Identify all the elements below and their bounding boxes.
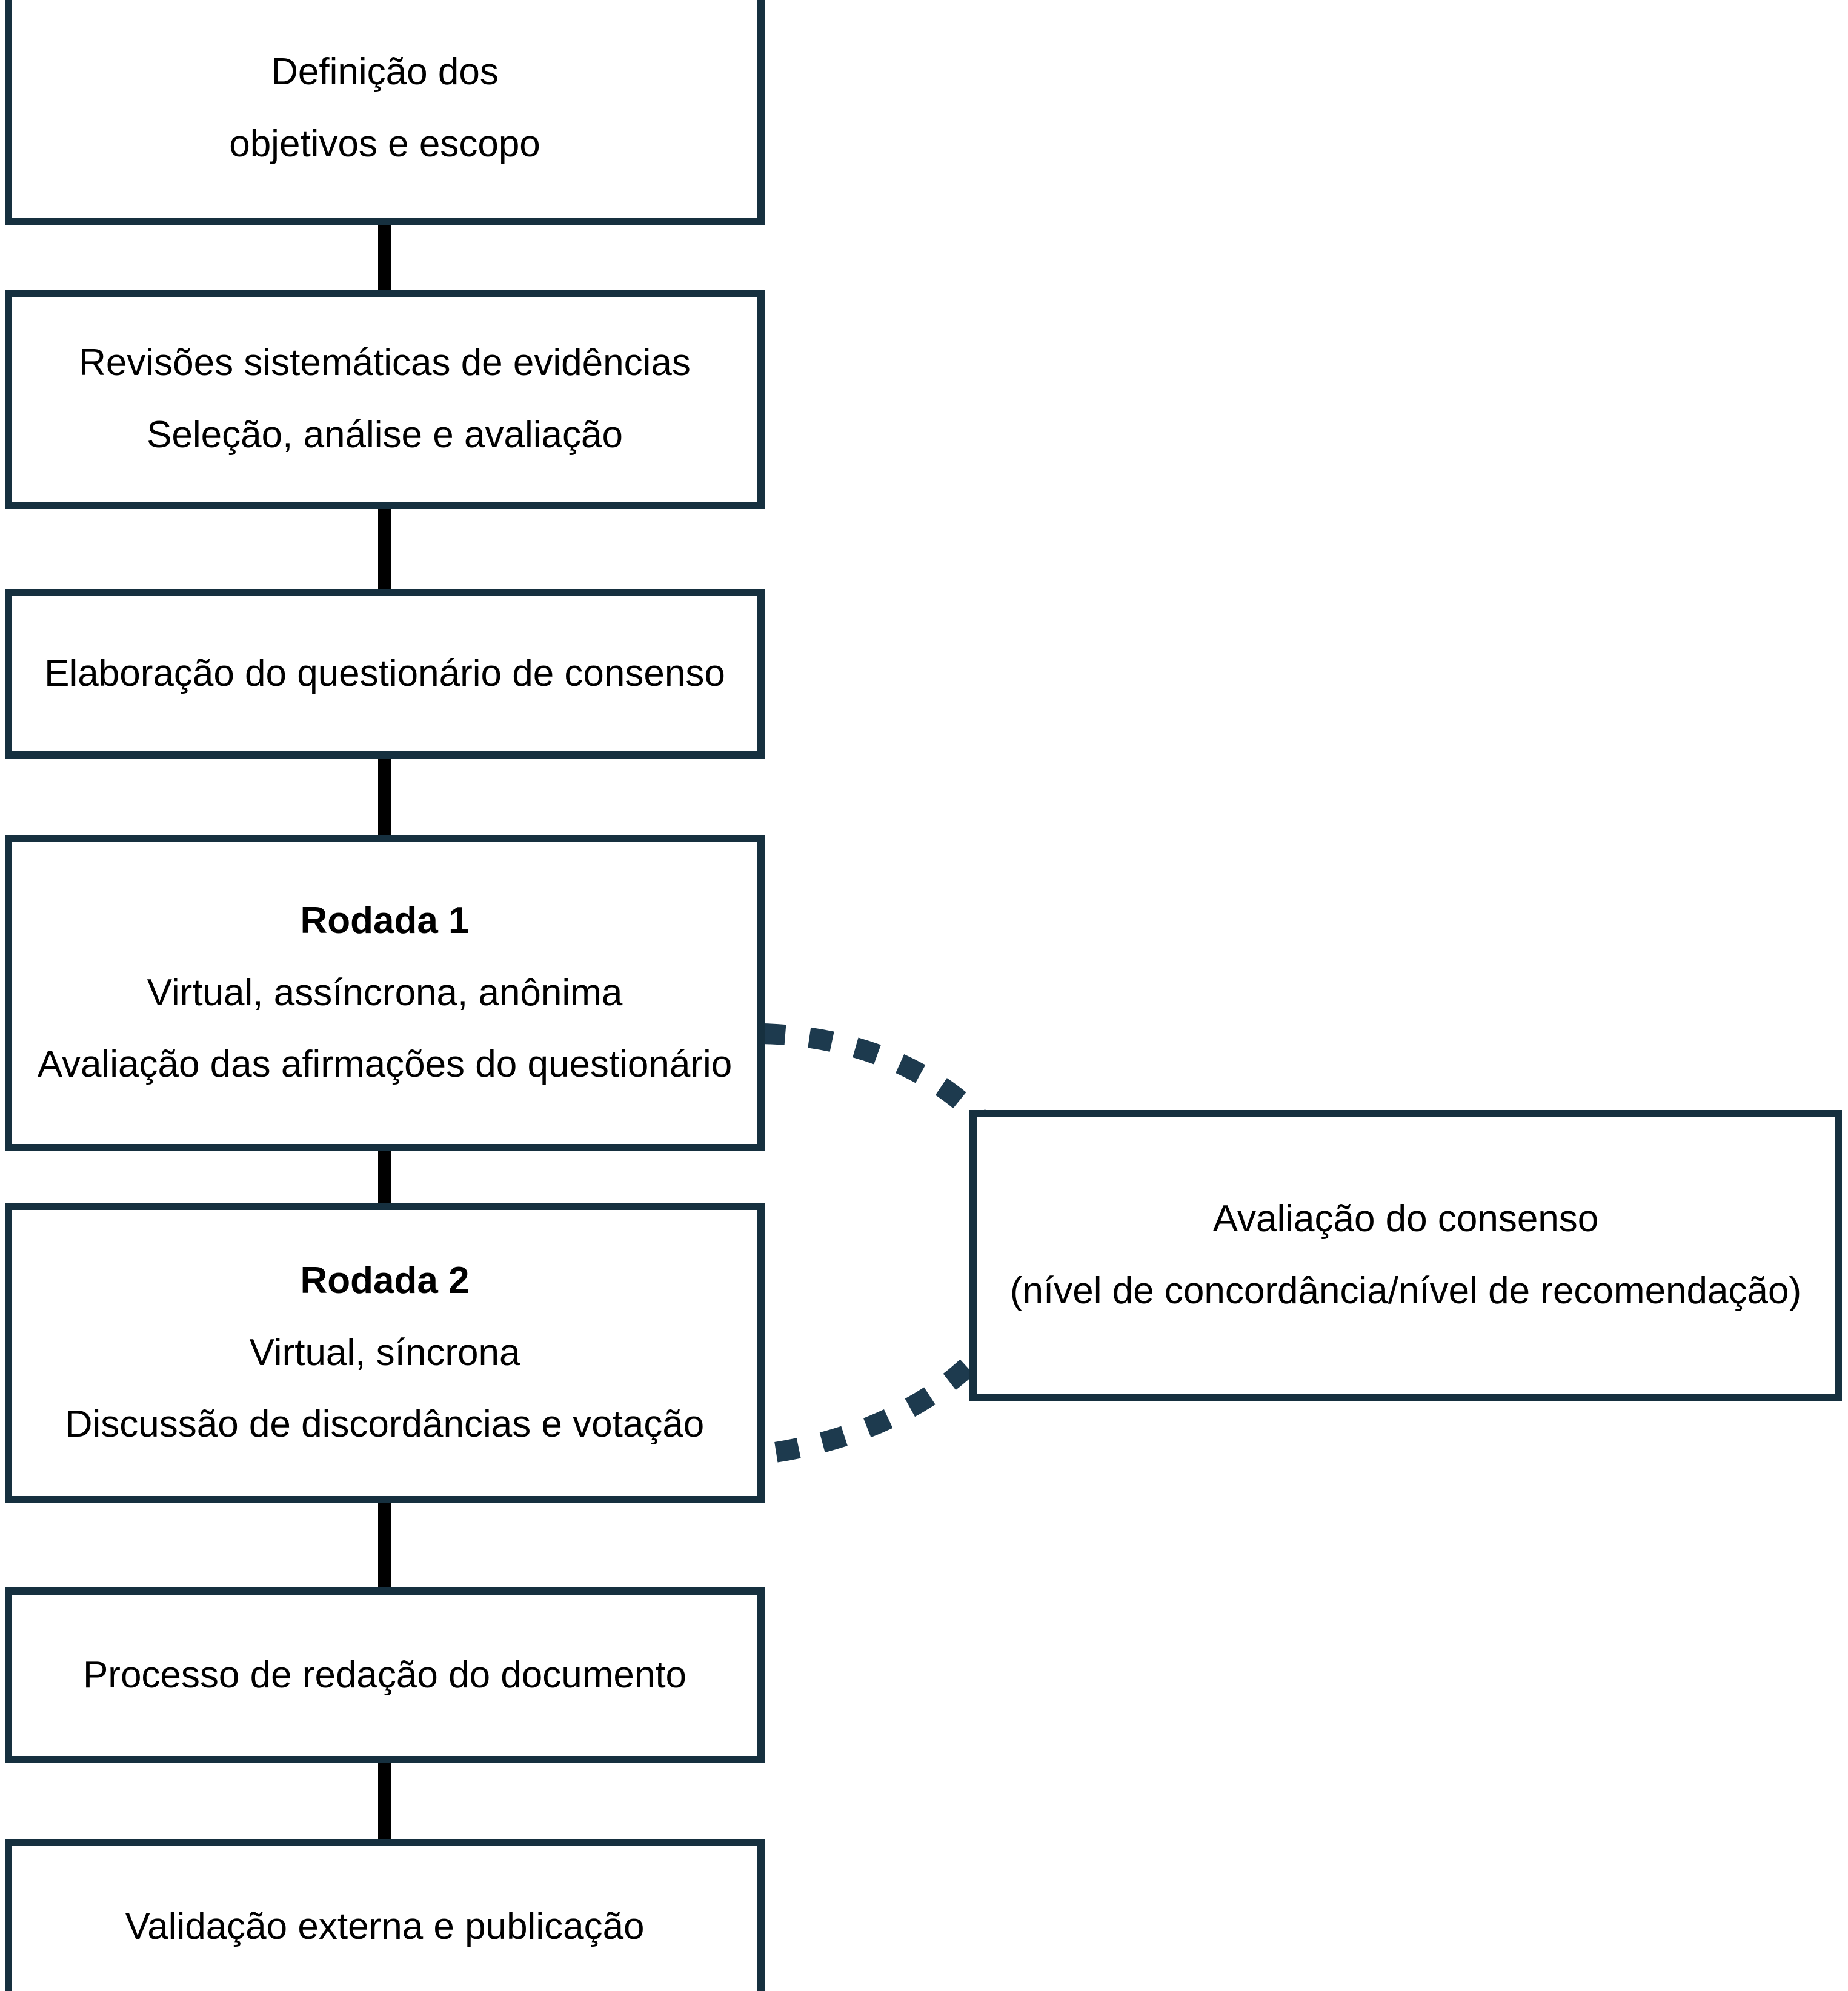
node-validacao-externa[interactable]: Validação externa e publicação [5,1839,765,1991]
connector-questionario-to-rodada1 [378,751,391,842]
node-line: Definição dos [271,51,499,93]
node-avaliacao-consenso[interactable]: Avaliação do consenso (nível de concordâ… [969,1110,1842,1401]
node-rodada-1[interactable]: Rodada 1 Virtual, assíncrona, anônima Av… [5,835,765,1151]
node-line: objetivos e escopo [229,123,540,165]
node-title: Rodada 2 [300,1259,470,1301]
connector-rodada2-to-redacao [378,1496,391,1595]
node-line: Virtual, assíncrona, anônima [147,971,623,1014]
node-line: Validação externa e publicação [125,1905,645,1947]
node-line: Processo de redação do documento [82,1654,687,1696]
node-line: Avaliação do consenso [1212,1198,1599,1240]
node-title: Rodada 1 [300,899,470,942]
node-line: Seleção, análise e avaliação [147,414,623,456]
node-definicao-objetivos[interactable]: Definição dos objetivos e escopo [5,0,765,225]
node-revisoes-sistematicas[interactable]: Revisões sistemáticas de evidências Sele… [5,290,765,509]
node-line: Avaliação das afirmações do questionário [37,1043,733,1086]
node-line: Elaboração do questionário de consenso [44,652,725,694]
node-rodada-2[interactable]: Rodada 2 Virtual, síncrona Discussão de … [5,1203,765,1503]
node-elaboracao-questionario[interactable]: Elaboração do questionário de consenso [5,589,765,759]
node-line: (nível de concordância/nível de recomend… [1009,1270,1802,1312]
connector-objetivos-to-revisoes [378,218,391,297]
connector-redacao-to-validacao [378,1756,391,1846]
node-processo-redacao[interactable]: Processo de redação do documento [5,1587,765,1763]
node-line: Virtual, síncrona [249,1331,520,1374]
node-line: Discussão de discordâncias e votação [65,1403,705,1446]
connector-rodada1-to-rodada2 [378,1144,391,1211]
node-line: Revisões sistemáticas de evidências [79,342,691,384]
connector-revisoes-to-questionario [378,502,391,596]
